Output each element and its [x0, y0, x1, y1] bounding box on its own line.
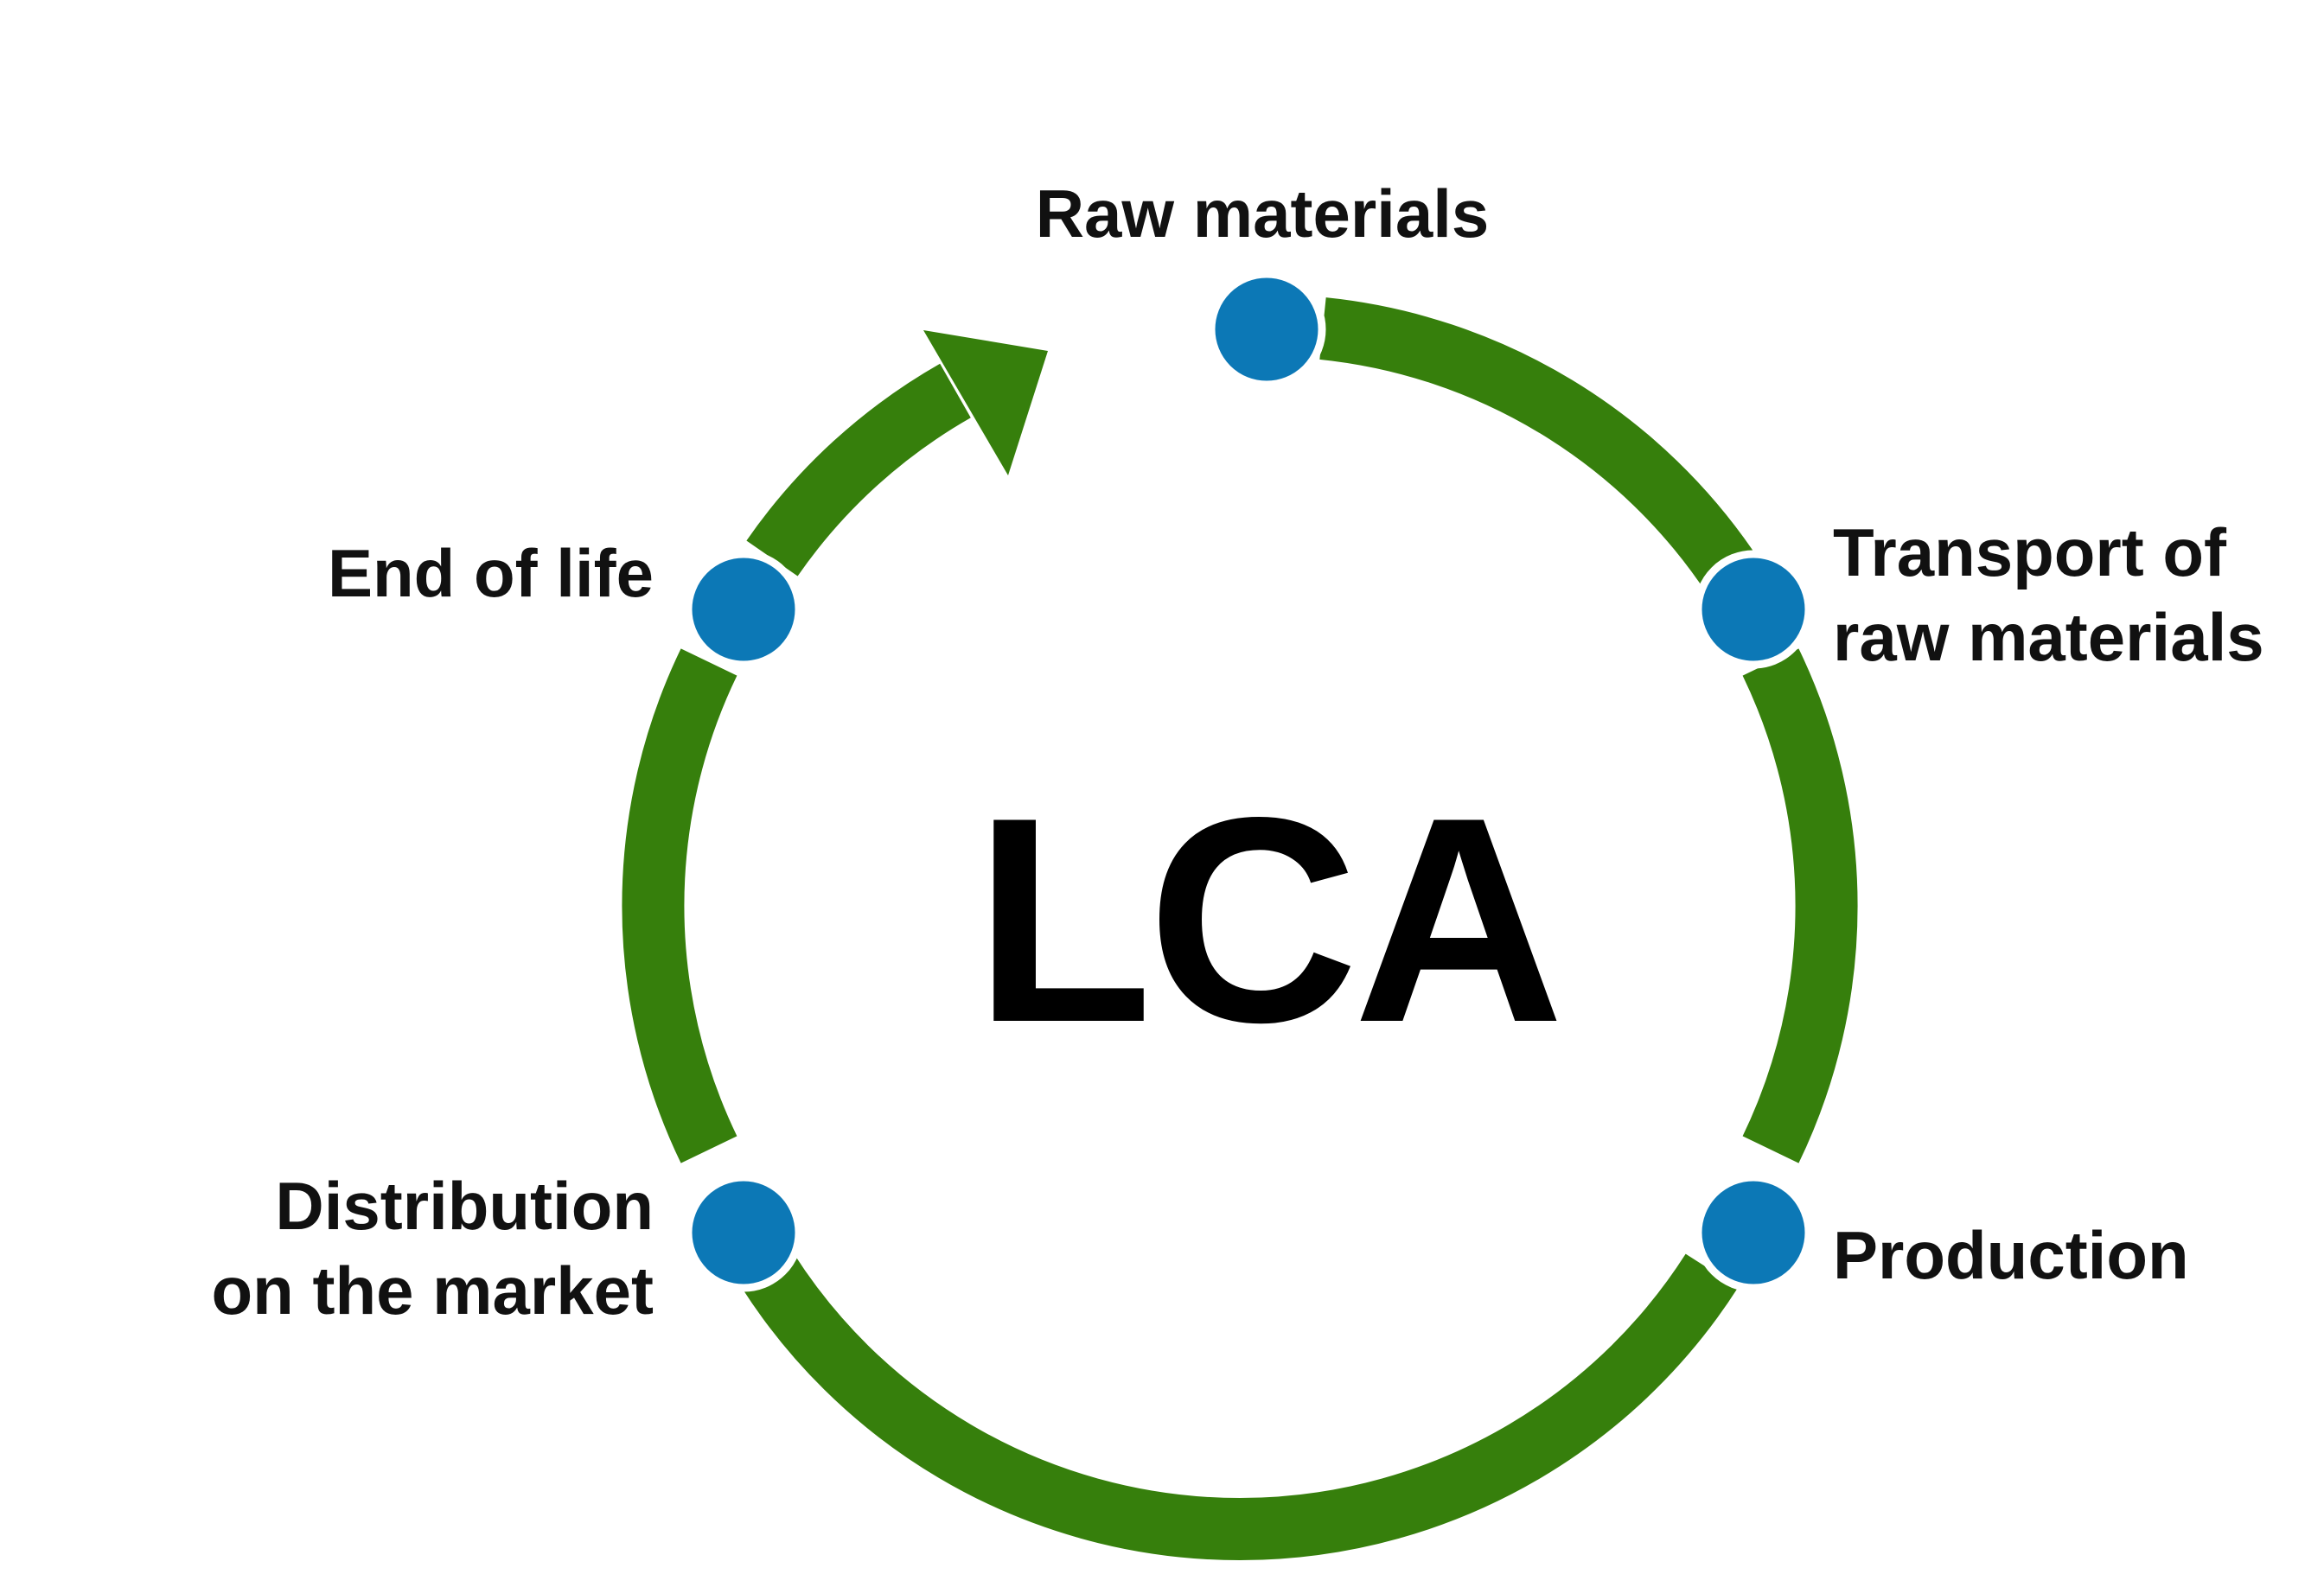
- stage-label-production: Production: [1833, 1213, 2189, 1297]
- distribution-line-1: Distribution: [275, 1168, 654, 1244]
- cycle-arrowhead: [923, 330, 1048, 475]
- arc-transport-to-production: [1742, 648, 1858, 1163]
- production-text: Production: [1833, 1217, 2189, 1293]
- cycle-ring: [622, 297, 1858, 1561]
- end-of-life-text: End of life: [328, 535, 654, 611]
- node-production: [1694, 1173, 1813, 1292]
- raw-materials-text: Raw materials: [1035, 175, 1490, 252]
- transport-line-1: Transport of: [1833, 514, 2227, 590]
- node-raw-materials: [1207, 270, 1326, 389]
- arc-raw-to-transport: [1319, 297, 1760, 595]
- stage-label-transport: Transport of raw materials: [1833, 510, 2264, 679]
- arc-end-to-arrow: [746, 363, 972, 577]
- distribution-line-2: on the market: [211, 1252, 654, 1329]
- stage-label-end-of-life: End of life: [225, 531, 654, 615]
- stage-label-raw-materials: Raw materials: [934, 171, 1591, 256]
- arc-distribution-to-end: [622, 648, 737, 1163]
- transport-line-2: raw materials: [1833, 599, 2264, 675]
- stage-nodes: [684, 270, 1813, 1292]
- node-transport: [1694, 550, 1813, 669]
- node-distribution: [684, 1173, 803, 1292]
- stage-label-distribution: Distribution on the market: [138, 1163, 654, 1333]
- arc-production-to-distribution: [741, 1253, 1739, 1561]
- center-title: LCA: [974, 756, 1560, 1083]
- node-end-of-life: [684, 550, 803, 669]
